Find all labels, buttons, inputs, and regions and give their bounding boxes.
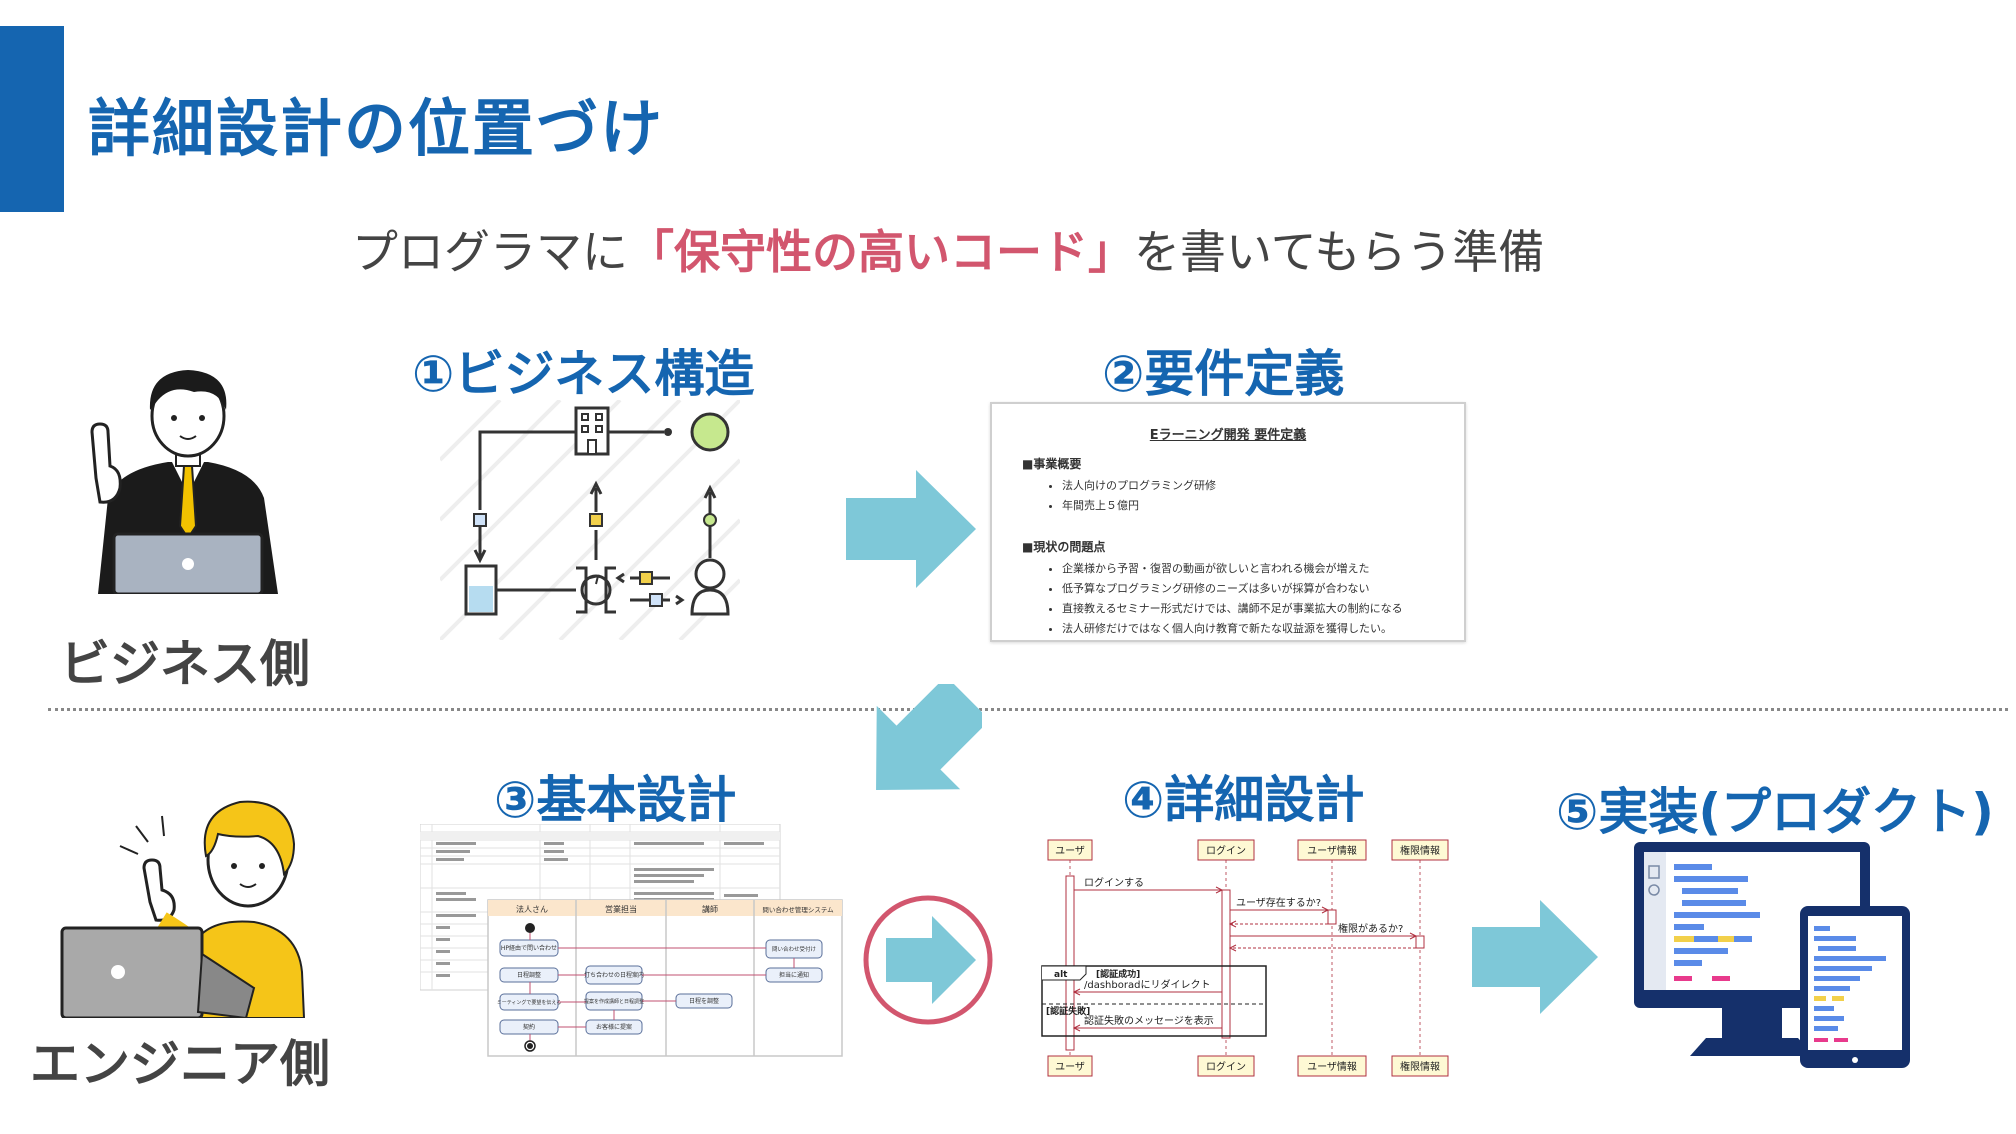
sequence-message: 認証失敗のメッセージを表示 xyxy=(1084,1014,1214,1027)
subtitle-highlight: 「保守性の高いコード」 xyxy=(628,225,1134,279)
flow-node-label: HP経由で問い合わせ xyxy=(501,944,557,952)
flow-node-label: 打ち合わせの日程案内 xyxy=(584,971,644,979)
participant-label: 権限情報 xyxy=(1400,1060,1440,1073)
building-icon xyxy=(574,406,610,456)
doc-title: Eラーニング開発 要件定義 xyxy=(1149,428,1307,443)
arrow-right-icon xyxy=(1472,900,1598,1014)
arrow-down-left-icon xyxy=(876,684,982,790)
person-icon xyxy=(690,558,730,616)
business-structure-diagram xyxy=(440,400,740,640)
participant-label: ユーザ情報 xyxy=(1307,844,1357,857)
role-engineer-label: エンジニア側 xyxy=(30,1035,330,1093)
lane-label: 営業担当 xyxy=(605,904,637,914)
list-item: 年間売上５億円 xyxy=(1062,496,1434,516)
sequence-message: ログインする xyxy=(1084,876,1144,889)
participant-label: ユーザ情報 xyxy=(1307,1060,1357,1073)
engineer-illustration xyxy=(60,800,306,1018)
subtitle: プログラマに「保守性の高いコード」を書いてもらう準備 xyxy=(352,216,1544,282)
cycle-icon xyxy=(576,566,616,614)
participant-label: ユーザ xyxy=(1055,1061,1085,1073)
alt-guard: [認証失敗] xyxy=(1046,1005,1090,1017)
sequence-message: 権限があるか? xyxy=(1338,922,1403,935)
doc-problems-list: 企業様から予習・復習の動画が欲しいと言われる機会が増えた 低予算なプログラミング… xyxy=(1022,559,1434,639)
subtitle-before: プログラマに xyxy=(352,225,628,279)
participant-label: ログイン xyxy=(1206,844,1246,857)
list-item: 低予算なプログラミング研修のニーズは多いが採算が合わない xyxy=(1062,579,1434,599)
cup-icon xyxy=(464,564,498,616)
flow-node-label: 契約 xyxy=(523,1023,535,1031)
lane-label: 講師 xyxy=(702,904,718,914)
role-business-label: ビジネス側 xyxy=(60,635,310,693)
sequence-message: /dashboradにリダイレクト xyxy=(1084,978,1210,991)
flow-node-label: お客様に提案 xyxy=(596,1023,632,1031)
sequence-message: ユーザ存在するか? xyxy=(1236,896,1321,909)
step-business-structure-title: ①ビジネス構造 xyxy=(412,345,755,403)
target-circle-icon xyxy=(690,412,730,452)
flow-node-label: ミーティングで要望を伝える xyxy=(497,999,562,1006)
step-basic-design-title: ③基本設計 xyxy=(494,771,737,829)
list-item: 法人向けのプログラミング研修 xyxy=(1062,476,1434,496)
circled-arrow-right-icon xyxy=(863,895,993,1025)
flow-node-label: 担当に通知 xyxy=(779,971,809,979)
step-detailed-design-title: ④詳細設計 xyxy=(1122,771,1365,829)
alt-guard: [認証成功] xyxy=(1096,968,1140,980)
doc-overview-list: 法人向けのプログラミング研修 年間売上５億円 xyxy=(1022,476,1434,516)
flow-node-label: 提案を作成講師と日程調整 xyxy=(584,998,644,1005)
step-implementation-title: ⑤実装(プロダクト) xyxy=(1556,783,1995,841)
participant-label: ログイン xyxy=(1206,1060,1246,1073)
list-item: 企業様から予習・復習の動画が欲しいと言われる機会が増えた xyxy=(1062,559,1434,579)
product-devices-illustration xyxy=(1634,842,1910,1068)
tablet-icon xyxy=(1800,906,1910,1068)
flow-node-label: 日程調整 xyxy=(517,971,541,979)
flow-node-label: 問い合わせ受付け xyxy=(772,945,817,953)
lane-label: 法人さん xyxy=(516,904,548,914)
slide-title: 詳細設計の位置づけ xyxy=(88,92,665,165)
arrow-right-icon xyxy=(846,470,976,588)
alt-label: alt xyxy=(1054,970,1068,980)
step-requirements-title: ②要件定義 xyxy=(1102,345,1345,403)
participant-label: 権限情報 xyxy=(1400,844,1440,857)
section-divider xyxy=(48,708,2008,711)
requirements-document: Eラーニング開発 要件定義 ■事業概要 法人向けのプログラミング研修 年間売上５… xyxy=(990,402,1466,642)
title-accent-bar xyxy=(0,26,64,212)
lane-label: 問い合わせ管理システム xyxy=(762,905,834,914)
participant-label: ユーザ xyxy=(1055,845,1085,857)
list-item: 直接教えるセミナー形式だけでは、講師不足が事業拡大の制約になる xyxy=(1062,599,1434,619)
list-item: 法人研修だけではなく個人向け教育で新たな収益源を獲得したい。 xyxy=(1062,619,1434,639)
businessman-illustration xyxy=(90,370,278,594)
basic-design-diagram: 法人さん 営業担当 講師 問い合わせ管理システム HP経由で問い合わせ 日程調整… xyxy=(420,824,843,1057)
flow-node-label: 日程を調整 xyxy=(689,997,719,1005)
doc-section-problems: ■現状の問題点 xyxy=(1022,540,1106,554)
sequence-diagram: ユーザ ログイン ユーザ情報 権限情報 ユーザ ログイン ユーザ情報 権限情報 … xyxy=(1041,839,1449,1077)
subtitle-after: を書いてもらう準備 xyxy=(1134,225,1545,279)
doc-section-overview: ■事業概要 xyxy=(1022,457,1082,471)
